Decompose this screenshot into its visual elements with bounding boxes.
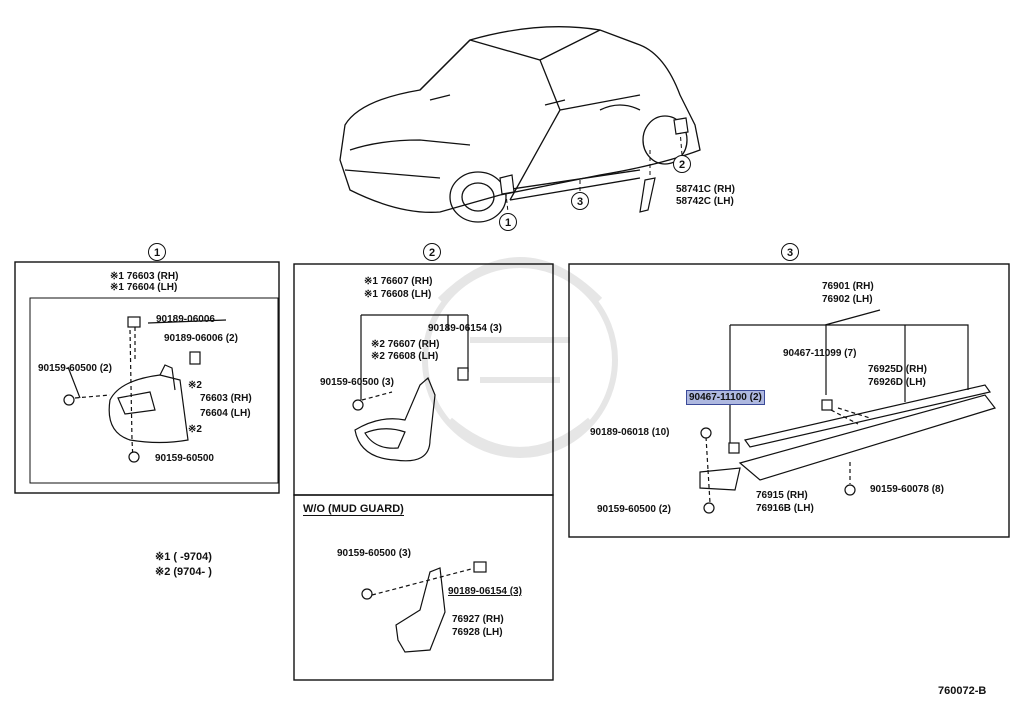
section1-inner — [29, 297, 279, 484]
s3-top-lh: 76902 (LH) — [822, 294, 873, 305]
s1-part-60500-2: 90159-60500 (2) — [38, 363, 112, 374]
s3-mid-lh: 76926D (LH) — [868, 377, 926, 388]
s3-part-11100-highlight[interactable]: 90467-11100 (2) — [686, 390, 765, 405]
s3-top-rh: 76901 (RH) — [822, 281, 874, 292]
car-illustration — [339, 26, 701, 223]
wo-part-06154: 90189-06154 (3) — [448, 586, 522, 597]
mudguard-rear-hardware — [352, 367, 469, 411]
wo-part-60500: 90159-60500 (3) — [337, 548, 411, 559]
s1-top-lh: ※1 76604 (LH) — [110, 282, 178, 293]
s1-rh: 76603 (RH) — [200, 393, 252, 404]
s3-bottom-lh: 76916B (LH) — [756, 503, 814, 514]
car-callout-2: 2 — [673, 155, 691, 173]
section1-frame — [14, 261, 280, 494]
callout-3-heading: 3 — [781, 243, 799, 261]
legend-note-1: ※1 ( -9704) — [155, 551, 212, 563]
car-parts — [499, 117, 689, 213]
s1-note-2: ※2 — [188, 424, 202, 435]
s2-mid-lh: ※2 76608 (LH) — [371, 351, 439, 362]
car-part-rh: 58741C (RH) — [676, 184, 735, 195]
s1-note-1: ※2 — [188, 380, 202, 391]
s1-part-06006: 90189-06006 — [156, 314, 215, 325]
bracket-hardware — [361, 561, 487, 600]
s3-part-60500: 90159-60500 (2) — [597, 504, 671, 515]
s2-top-lh: ※1 76608 (LH) — [364, 289, 432, 300]
rocker-panel-drawing — [699, 309, 997, 504]
diagram-code: 760072-B — [938, 685, 987, 697]
watermark-logo — [422, 257, 618, 458]
car-part-lh: 58742C (LH) — [676, 196, 734, 207]
s2-part-06154: 90189-06154 (3) — [428, 323, 502, 334]
car-leaders — [504, 129, 683, 213]
car-callout-1: 1 — [499, 213, 517, 231]
mudguard-rear-drawing — [354, 314, 469, 462]
car-callout-3: 3 — [571, 192, 589, 210]
mudguard-front-hardware — [63, 316, 201, 463]
s2-top-rh: ※1 76607 (RH) — [364, 276, 433, 287]
mudguard-front-drawing — [67, 319, 227, 461]
rocker-panel-hardware — [700, 399, 856, 514]
legend-note-2: ※2 (9704- ) — [155, 566, 212, 578]
bracket-drawing — [371, 567, 476, 653]
s1-part-06006-2: 90189-06006 (2) — [164, 333, 238, 344]
s3-part-11099: 90467-11099 (7) — [783, 348, 857, 359]
s1-part-60500: 90159-60500 — [155, 453, 214, 464]
s1-lh: 76604 (LH) — [200, 408, 251, 419]
section3-frame — [568, 263, 1010, 538]
s3-part-60078: 90159-60078 (8) — [870, 484, 944, 495]
callout-1-heading: 1 — [148, 243, 166, 261]
wo-lh: 76928 (LH) — [452, 627, 503, 638]
s2-mid-rh: ※2 76607 (RH) — [371, 339, 440, 350]
wo-mud-guard-title: W/O (MUD GUARD) — [303, 503, 404, 516]
section-wo-frame — [293, 494, 554, 681]
wo-rh: 76927 (RH) — [452, 614, 504, 625]
s3-bottom-rh: 76915 (RH) — [756, 490, 808, 501]
callout-2-heading: 2 — [423, 243, 441, 261]
s3-mid-rh: 76925D (RH) — [868, 364, 927, 375]
s3-part-06018: 90189-06018 (10) — [590, 427, 670, 438]
s1-top-rh: ※1 76603 (RH) — [110, 271, 179, 282]
s2-part-60500: 90159-60500 (3) — [320, 377, 394, 388]
